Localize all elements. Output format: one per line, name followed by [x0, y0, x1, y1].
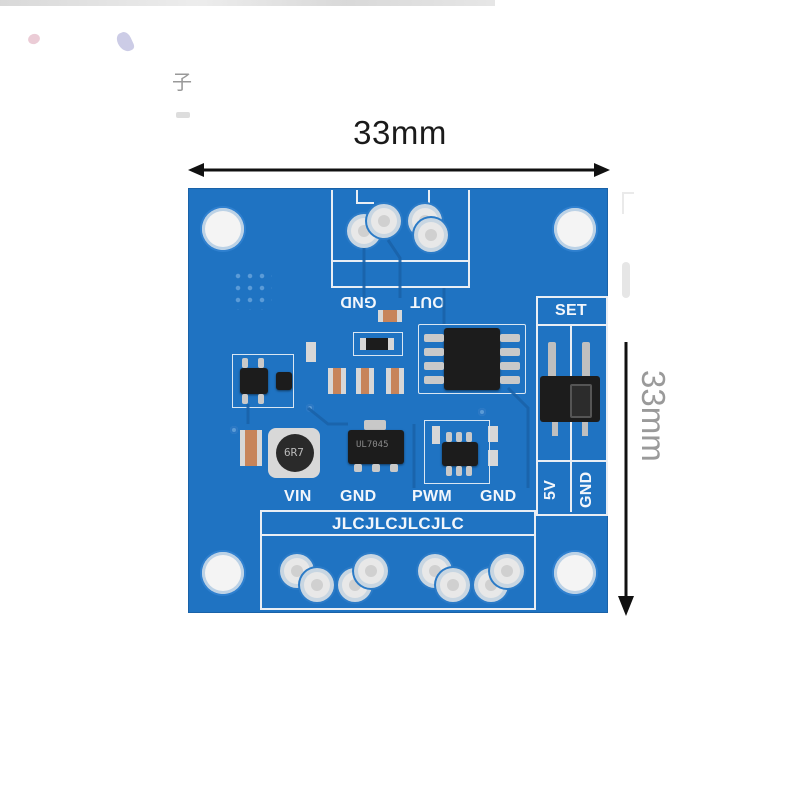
chip-pin — [456, 466, 462, 476]
jumper-outline — [536, 296, 608, 516]
silk-notch — [428, 190, 430, 204]
terminal-pad — [342, 572, 368, 598]
smd-capacitor — [378, 310, 402, 322]
inductor-mark: 6R7 — [284, 446, 304, 459]
header-pin — [582, 422, 588, 436]
sot-outline — [232, 354, 294, 408]
terminal-pad — [494, 558, 520, 584]
chip-outline — [418, 324, 526, 394]
header-pin — [548, 342, 556, 382]
sot-chip — [240, 368, 268, 394]
smd-capacitor — [356, 368, 374, 394]
terminal-pad — [284, 558, 310, 584]
chip-pin — [500, 362, 520, 370]
pcb-board: GND OUT 6R7 UL7045 — [188, 188, 608, 613]
smd-resistor — [360, 338, 394, 350]
inductor-core — [276, 434, 314, 472]
terminal-pad — [418, 222, 444, 248]
soic-chip — [444, 328, 500, 390]
chip-pin — [390, 464, 398, 472]
width-dimension-arrow — [188, 163, 610, 177]
silk-notch — [356, 202, 374, 204]
bottom-label-vin: VIN — [284, 488, 312, 505]
smd-capacitor — [328, 368, 346, 394]
bottom-label-gnd: GND — [340, 488, 377, 505]
chip-pin — [456, 432, 462, 442]
smd-capacitor — [386, 368, 404, 394]
terminal-pad — [304, 572, 330, 598]
jumper-divider — [536, 460, 606, 462]
regulator-tab — [364, 420, 386, 430]
terminal-pad — [440, 572, 466, 598]
chip-pin — [466, 466, 472, 476]
terminal-pad — [358, 558, 384, 584]
chip-pin — [354, 464, 362, 472]
mounting-hole — [202, 552, 244, 594]
bottom-terminal-outline — [260, 510, 536, 610]
header-pin — [552, 422, 558, 436]
watermark-glyph: 子 — [172, 70, 192, 94]
smd-resistor-vertical — [306, 342, 316, 362]
chip-pin — [424, 362, 444, 370]
smd-resistor-vertical — [488, 450, 498, 466]
chip-pin — [446, 466, 452, 476]
width-dimension-label: 33mm — [353, 114, 447, 151]
bottom-label-gnd-2: GND — [480, 488, 517, 505]
jumper-cap[interactable] — [570, 384, 592, 418]
chip-pin — [424, 334, 444, 342]
chip-pin — [466, 432, 472, 442]
height-dimension-label: 33mm — [635, 370, 672, 462]
smd-capacitor — [240, 430, 262, 466]
mounting-hole — [554, 552, 596, 594]
sot-chip — [442, 442, 478, 466]
watermark-smudge — [176, 112, 190, 118]
via — [478, 408, 486, 416]
ghost-artifact — [622, 192, 634, 214]
terminal-pad — [371, 208, 397, 234]
chip-pin — [258, 358, 264, 368]
chip-pin — [500, 334, 520, 342]
chip-pin — [500, 376, 520, 384]
mounting-hole — [202, 208, 244, 250]
bottom-terminal-divider — [260, 534, 536, 536]
top-blur-strip — [0, 0, 495, 6]
color-blob — [26, 32, 42, 46]
regulator-mark: UL7045 — [356, 440, 389, 450]
sot-outline — [424, 420, 490, 484]
chip-pin — [242, 358, 248, 368]
smd-resistor-vertical — [488, 426, 498, 442]
smd-resistor-vertical — [432, 426, 440, 444]
regulator-chip — [348, 430, 404, 464]
pcb-traces — [246, 239, 530, 488]
height-dimension-arrow — [618, 342, 634, 616]
mounting-hole — [554, 208, 596, 250]
via — [230, 426, 238, 434]
chip-pin — [242, 394, 248, 404]
chip-pin — [424, 348, 444, 356]
board-banner: JLCJLCJLCJLC — [331, 514, 465, 533]
jumper-header: SET — [554, 302, 588, 319]
small-transistor — [276, 372, 292, 390]
ghost-artifact — [622, 262, 630, 298]
chip-pin — [500, 348, 520, 356]
chip-pin — [372, 464, 380, 472]
resistor-outline — [353, 332, 403, 356]
chip-pin — [446, 432, 452, 442]
color-blob — [114, 29, 136, 55]
silk-notch — [356, 190, 358, 204]
header-pin — [582, 342, 590, 382]
bottom-label-pwm: PWM — [412, 488, 453, 505]
chip-pin — [424, 376, 444, 384]
via-grid — [232, 270, 272, 310]
chip-pin — [258, 394, 264, 404]
